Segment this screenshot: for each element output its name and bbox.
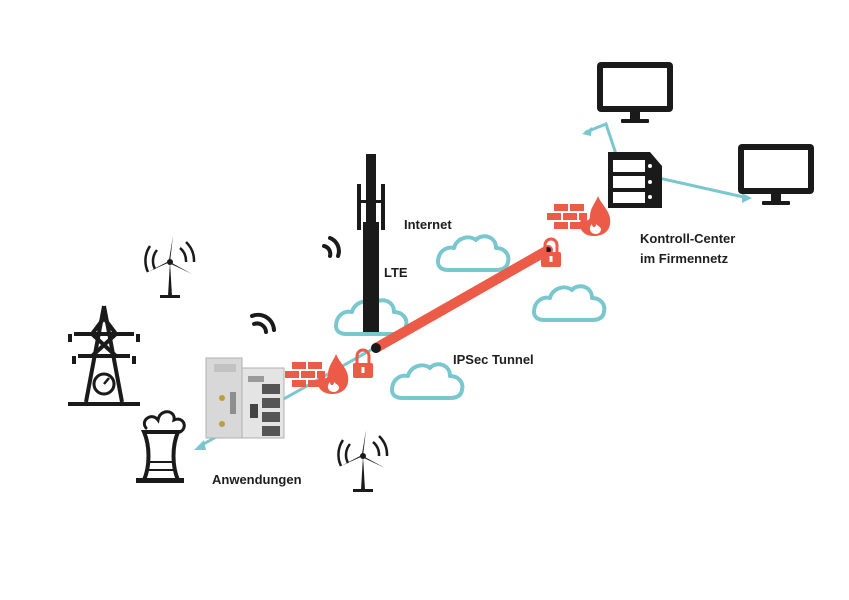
wind-turbine-icon <box>145 236 194 298</box>
internet-label: Internet <box>404 215 452 235</box>
ipsec-tunnel-label: IPSec Tunnel <box>453 350 534 370</box>
firewall-icon <box>547 196 610 236</box>
meter-gauge-icon <box>94 374 114 394</box>
cooling-tower-icon <box>136 412 184 483</box>
router-device <box>206 358 284 438</box>
cloud-icon <box>392 364 462 398</box>
lock-icon <box>541 239 561 267</box>
tunnel-endpoint <box>371 343 381 353</box>
monitor-icon <box>597 62 673 123</box>
control-center-label-line1: Kontroll-Center <box>640 229 735 249</box>
cloud-icon <box>438 236 508 270</box>
server-icon <box>608 152 662 208</box>
firewall-icon <box>285 354 348 394</box>
wireless-signal-icon <box>252 315 274 332</box>
monitor-icon <box>738 144 814 205</box>
applications-label: Anwendungen <box>212 470 302 490</box>
wind-turbine-icon <box>338 430 387 492</box>
lte-label: LTE <box>384 263 408 283</box>
cloud-icon <box>534 286 604 320</box>
control-center-label-line2: im Firmennetz <box>640 249 735 269</box>
cell-tower-icon <box>357 154 385 332</box>
control-center-label: Kontroll-Center im Firmennetz <box>640 229 735 269</box>
signal-waves-icon <box>324 238 339 256</box>
